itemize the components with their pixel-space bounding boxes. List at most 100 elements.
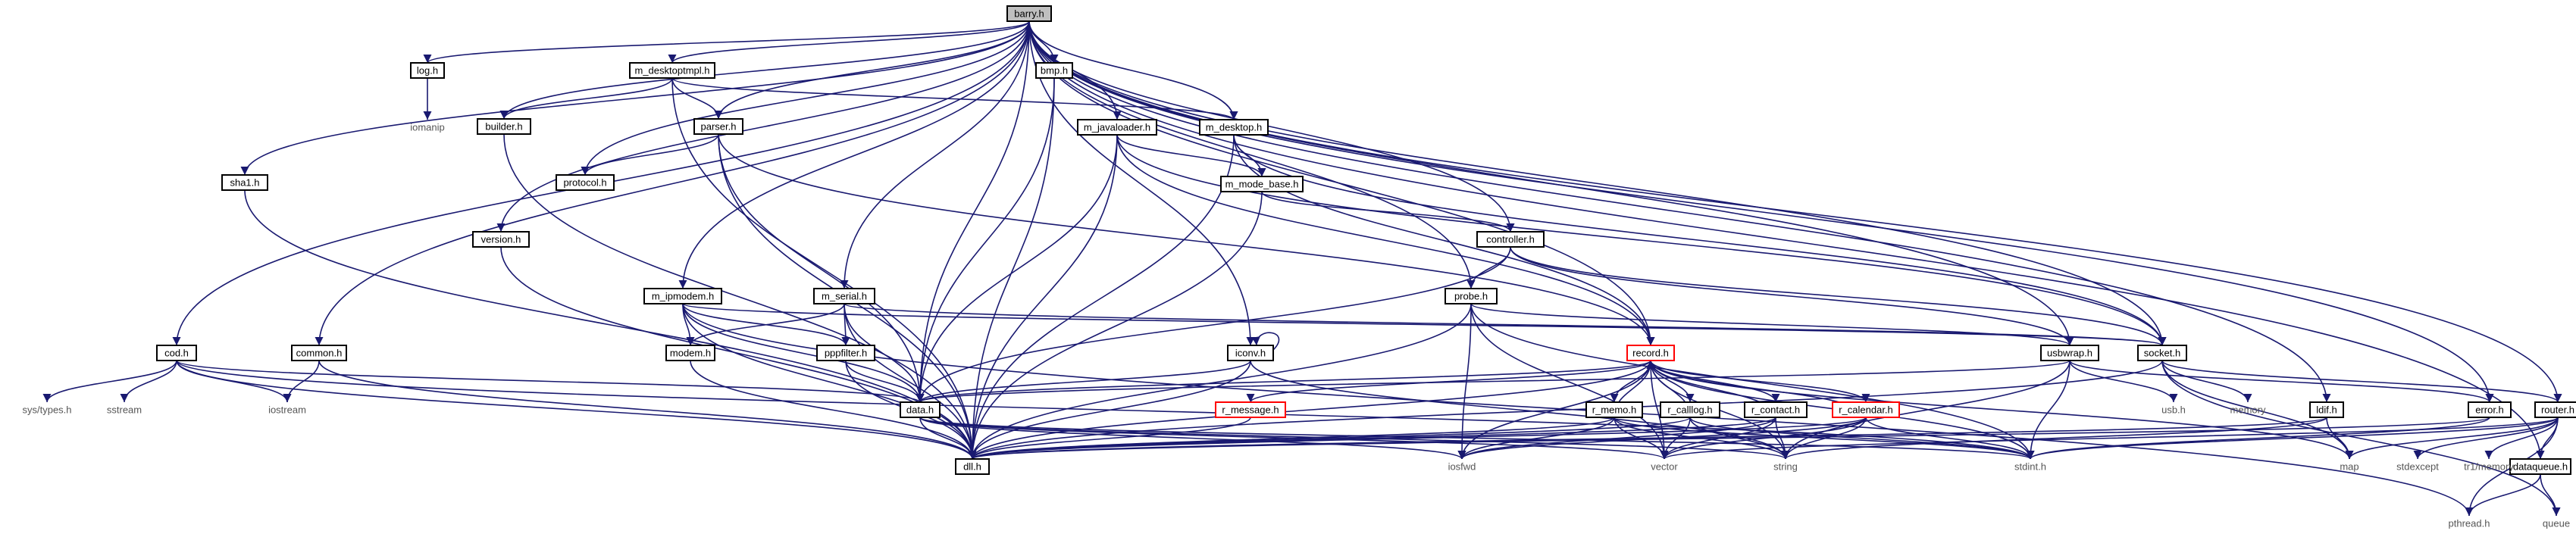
node-label: iosfwd <box>1448 461 1476 473</box>
edge-usbwrap-data <box>916 360 2071 403</box>
node-box <box>2309 401 2344 418</box>
node-ldif[interactable]: ldif.h <box>2309 401 2344 418</box>
node-barry[interactable]: barry.h <box>1006 5 1052 22</box>
node-version[interactable]: version.h <box>472 231 530 248</box>
edge-mjavaloader-socket <box>1116 134 2167 346</box>
node-box <box>643 288 722 304</box>
node-dll[interactable]: dll.h <box>955 458 990 475</box>
node-router[interactable]: router.h <box>2534 401 2576 418</box>
edge-probe-usbwrap <box>1470 303 2074 346</box>
node-mipmodem[interactable]: m_ipmodem.h <box>643 288 722 304</box>
node-mdesktoptmpl[interactable]: m_desktoptmpl.h <box>629 62 715 79</box>
node-data[interactable]: data.h <box>900 401 941 418</box>
node-box <box>1660 401 1720 418</box>
edge-cod-systypes <box>42 360 177 403</box>
edge-mipmodem-socket <box>682 303 2166 346</box>
node-box <box>2137 345 2187 361</box>
node-iconv[interactable]: iconv.h <box>1227 345 1274 361</box>
node-mdesktop[interactable]: m_desktop.h <box>1199 119 1269 136</box>
edge-barry-controller <box>1028 20 1515 233</box>
edge-socket-dll <box>968 360 2163 460</box>
node-label: error.h <box>2475 404 2504 416</box>
edge-barry-record <box>1028 20 1655 346</box>
node-label: controller.h <box>1486 234 1535 245</box>
node-socket[interactable]: socket.h <box>2137 345 2187 361</box>
node-label: m_mode_base.h <box>1225 179 1299 190</box>
node-builder[interactable]: builder.h <box>477 118 531 135</box>
node-vector: vector <box>1651 461 1678 473</box>
edge-controller-usbwrap <box>1510 246 2074 346</box>
node-rmemo[interactable]: r_memo.h <box>1585 401 1643 418</box>
node-protocol[interactable]: protocol.h <box>556 174 615 191</box>
node-mjavaloader[interactable]: m_javaloader.h <box>1077 119 1157 136</box>
node-mserial[interactable]: m_serial.h <box>813 288 875 304</box>
node-label: stdexcept <box>2396 461 2439 473</box>
node-label: r_calllog.h <box>1667 404 1712 416</box>
edge-mdesktoptmpl-builder <box>499 77 673 120</box>
node-box <box>1476 231 1545 248</box>
edge-iconv-data <box>916 360 1251 403</box>
edge-barry-mdesktop <box>1028 20 1238 120</box>
node-label: map <box>2340 461 2358 473</box>
edge-barry-sha1 <box>240 20 1030 176</box>
node-label: m_desktop.h <box>1206 122 1262 133</box>
node-box <box>1215 401 1286 418</box>
edge-ldif-string <box>1781 417 2327 460</box>
node-box <box>1220 176 1304 192</box>
node-label: version.h <box>481 234 521 245</box>
edge-error-dll <box>969 417 2490 460</box>
edge-router-stdexcept <box>2413 417 2559 460</box>
edge-cod-sstream <box>120 360 177 403</box>
node-rcontact[interactable]: r_contact.h <box>1744 401 1808 418</box>
node-usbwrap[interactable]: usbwrap.h <box>2040 345 2099 361</box>
edge-router-vector <box>1660 417 2559 460</box>
node-sha1[interactable]: sha1.h <box>221 174 268 191</box>
node-common[interactable]: common.h <box>291 345 347 361</box>
node-box <box>816 345 875 361</box>
node-box <box>410 62 445 79</box>
node-controller[interactable]: controller.h <box>1476 231 1545 248</box>
node-label: r_message.h <box>1222 404 1279 416</box>
node-log[interactable]: log.h <box>410 62 445 79</box>
edge-router-stdint <box>2026 417 2559 460</box>
edge-socket-map <box>2161 360 2354 460</box>
edge-barry-log <box>423 20 1030 64</box>
edge-barry-mserial <box>840 20 1030 289</box>
node-box <box>955 458 990 475</box>
edge-data-iosfwd <box>919 417 1466 460</box>
node-pppfilter[interactable]: pppfilter.h <box>816 345 875 361</box>
edge-bmp-data <box>916 77 1055 403</box>
edge-router-tr1memory <box>2484 417 2559 460</box>
edge-barry-version <box>496 20 1030 233</box>
node-box <box>2509 458 2571 475</box>
node-rmessage[interactable]: r_message.h <box>1215 401 1286 418</box>
node-label: usb.h <box>2161 404 2186 416</box>
node-cod[interactable]: cod.h <box>156 345 197 361</box>
node-label: data.h <box>906 404 934 416</box>
node-bmp[interactable]: bmp.h <box>1035 62 1073 79</box>
edge-mserial-dll <box>844 303 977 460</box>
node-label: r_memo.h <box>1592 404 1637 416</box>
node-rcalllog[interactable]: r_calllog.h <box>1660 401 1720 418</box>
edge-mserial-data <box>844 303 925 403</box>
edge-mmodebase-dll <box>968 191 1263 460</box>
node-probe[interactable]: probe.h <box>1445 288 1498 304</box>
node-label: modem.h <box>670 348 711 359</box>
node-sstream: sstream <box>107 404 142 416</box>
node-parser[interactable]: parser.h <box>693 118 743 135</box>
node-record[interactable]: record.h <box>1626 345 1675 361</box>
edge-mjavaloader-data <box>916 134 1118 403</box>
edge-socket-router <box>2161 360 2562 403</box>
edge-mdesktop-record <box>1233 134 1655 346</box>
node-box <box>900 401 941 418</box>
node-iostream: iostream <box>268 404 306 416</box>
node-box <box>1035 62 1073 79</box>
node-error[interactable]: error.h <box>2468 401 2512 418</box>
node-dataqueue[interactable]: dataqueue.h <box>2509 458 2571 475</box>
node-label: m_ipmodem.h <box>652 291 714 302</box>
node-label: pthread.h <box>2449 518 2490 529</box>
node-rcalendar[interactable]: r_calendar.h <box>1832 401 1900 418</box>
node-modem[interactable]: modem.h <box>665 345 715 361</box>
node-mmodebase[interactable]: m_mode_base.h <box>1220 176 1304 192</box>
